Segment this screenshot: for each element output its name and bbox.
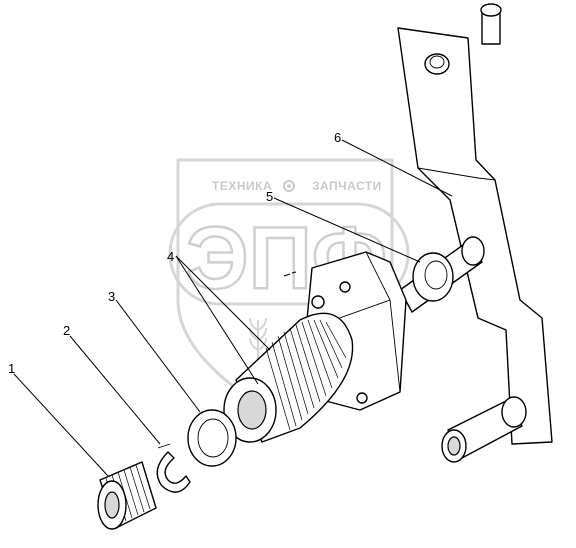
leader-6 <box>341 139 453 197</box>
leader-5 <box>273 197 421 263</box>
gear-icon <box>283 180 295 192</box>
part-4-threaded-bush <box>223 312 354 443</box>
callout-leaders <box>13 139 453 477</box>
wheat-icon <box>249 317 267 360</box>
top-pin <box>424 3 502 75</box>
callout-6: 6 <box>334 130 341 145</box>
part-6-bracket <box>397 3 553 463</box>
index-mark <box>283 271 297 277</box>
bottom-pin <box>441 396 527 463</box>
callout-2: 2 <box>63 323 70 338</box>
watermark-logo-frame <box>168 202 410 306</box>
leader-4a <box>175 255 271 351</box>
callout-labels: 1 2 3 4 5 6 <box>8 130 341 376</box>
callout-3: 3 <box>108 289 115 304</box>
watermark-title-right: ЗАПЧАСТИ <box>312 179 382 193</box>
leader-1 <box>13 373 109 477</box>
leader-4b <box>175 255 259 385</box>
callout-1: 1 <box>8 361 15 376</box>
part-3-washer <box>187 409 237 467</box>
part-2-retaining-ring <box>156 443 191 493</box>
part-1-knurled-nut <box>97 461 157 530</box>
watermark-title-left: ТЕХНИКА <box>212 179 272 193</box>
leader-3 <box>115 299 201 413</box>
leader-2 <box>69 335 161 445</box>
callout-4: 4 <box>167 249 174 264</box>
callout-5: 5 <box>266 189 273 204</box>
